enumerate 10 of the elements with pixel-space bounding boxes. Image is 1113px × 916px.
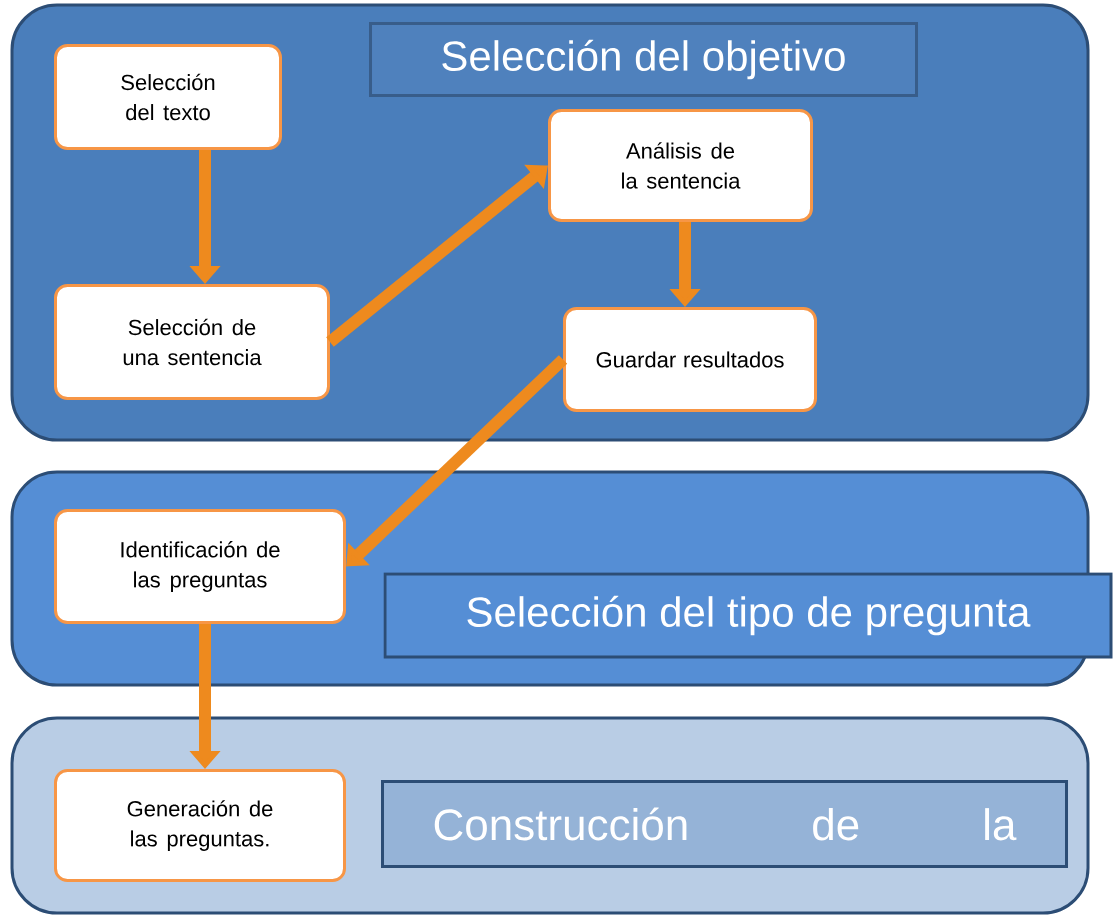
process-box: Generación de las preguntas.	[54, 769, 346, 882]
process-box: Identificación de las preguntas	[54, 509, 346, 624]
process-box: Selección de una sentencia	[54, 284, 330, 400]
title-box: Selección del objetivo	[369, 22, 918, 97]
process-box: Selección del texto	[54, 44, 282, 150]
process-box: Análisis de la sentencia	[548, 109, 813, 222]
arrow	[326, 164, 548, 347]
process-box: Guardar resultados	[563, 307, 817, 412]
title-box: Construcción de la	[381, 780, 1068, 868]
arrow	[346, 355, 568, 567]
